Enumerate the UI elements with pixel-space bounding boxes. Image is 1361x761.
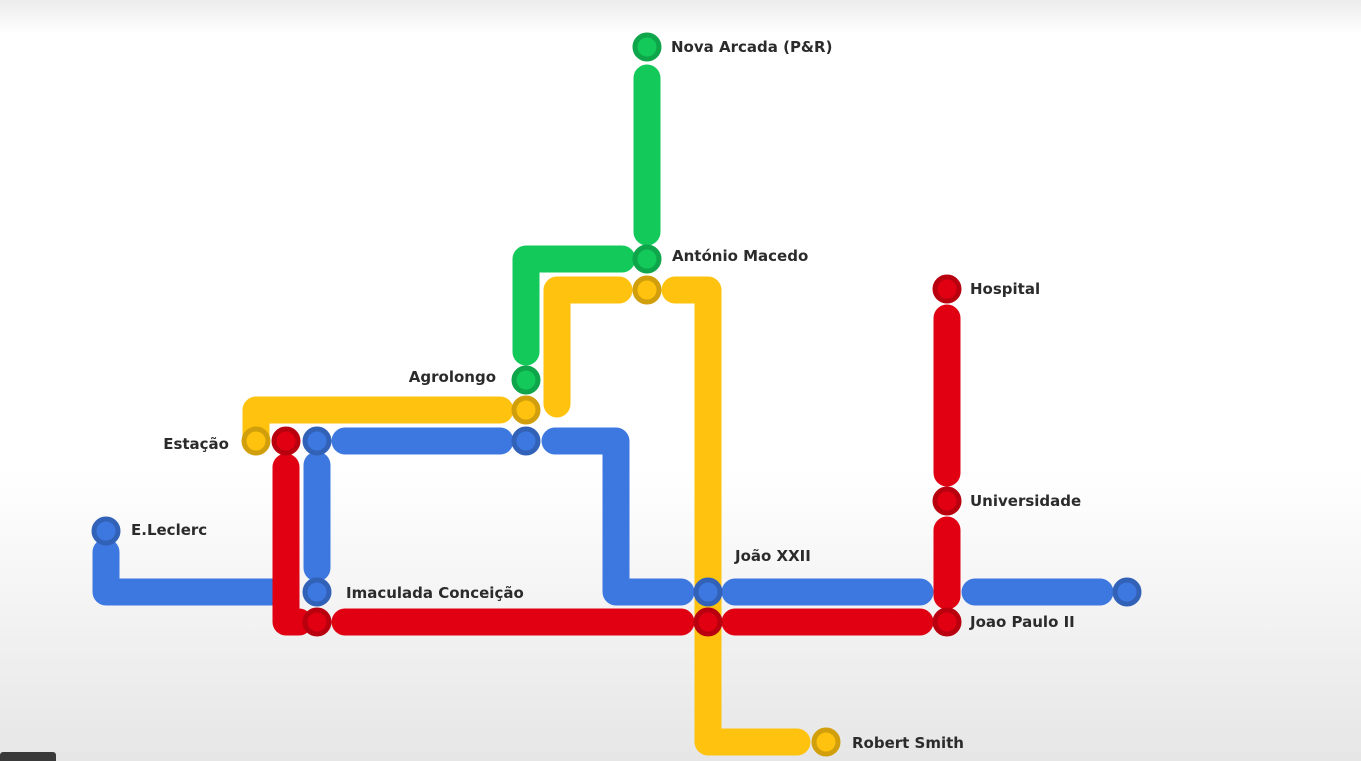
video-control-overlay [0, 752, 56, 761]
station-node-estacao-yellow[interactable] [241, 426, 271, 456]
station-node-antonio-macedo[interactable] [632, 244, 662, 274]
station-node-agrolongo-blue[interactable] [511, 426, 541, 456]
station-node-imaculada-red[interactable] [302, 607, 332, 637]
station-node-robert-smith[interactable] [811, 727, 841, 757]
station-node-agrolongo-yellow[interactable] [511, 395, 541, 425]
yellow-line-segment-trunk [661, 276, 811, 756]
label-estacao: Estação [163, 435, 229, 453]
station-node-hospital[interactable] [932, 274, 962, 304]
station-node-joao-paulo[interactable] [932, 607, 962, 637]
station-node-estacao-red[interactable] [271, 426, 301, 456]
station-node-antonio-macedo-yellow[interactable] [632, 275, 662, 305]
label-eleclerc: E.Leclerc [131, 521, 207, 539]
label-joao-xxii: João XXII [734, 547, 811, 565]
station-node-nova-arcada[interactable] [632, 32, 662, 62]
label-agrolongo: Agrolongo [409, 368, 496, 386]
green-line-segment-west [512, 245, 636, 366]
label-nova-arcada: Nova Arcada (P&R) [671, 38, 832, 56]
label-imaculada: Imaculada Conceição [346, 584, 524, 602]
label-robert-smith: Robert Smith [852, 734, 964, 752]
station-node-imaculada-blue[interactable] [302, 577, 332, 607]
label-antonio-macedo: António Macedo [672, 247, 808, 265]
yellow-line-segment-upper [543, 276, 633, 418]
label-universidade: Universidade [970, 492, 1081, 510]
blue-line-segment-leclerc [92, 538, 290, 606]
station-node-eleclerc[interactable] [91, 516, 121, 546]
red-line-segment-estacao [272, 453, 313, 636]
label-joao-paulo: Joao Paulo II [969, 613, 1075, 631]
label-hospital: Hospital [970, 280, 1040, 298]
station-node-blue-terminus-east[interactable] [1112, 577, 1142, 607]
station-node-agrolongo-green[interactable] [511, 365, 541, 395]
station-node-joao-xxii-red[interactable] [693, 607, 723, 637]
station-node-joao-xxii[interactable] [693, 577, 723, 607]
blue-line-segment-descent [541, 427, 695, 606]
station-node-universidade[interactable] [932, 486, 962, 516]
station-node-estacao-blue[interactable] [302, 426, 332, 456]
